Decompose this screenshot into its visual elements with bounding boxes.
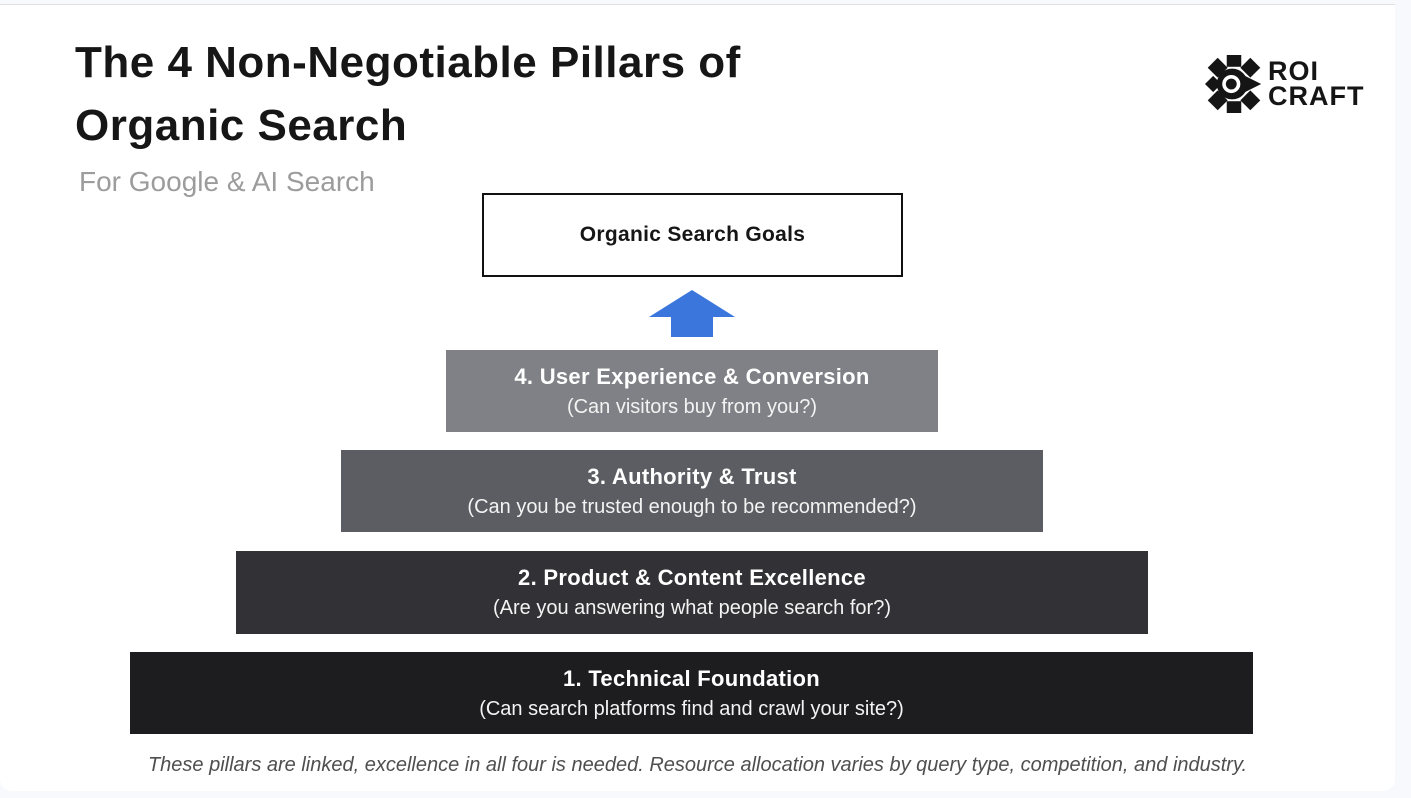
- page-subtitle: For Google & AI Search: [79, 166, 375, 197]
- page-title-line2: Organic Search: [75, 101, 408, 150]
- pillar-question: (Are you answering what people search fo…: [493, 597, 891, 619]
- up-arrow-icon: [649, 290, 735, 342]
- pillar-3-authority-trust: 3. Authority & Trust (Can you be trusted…: [341, 450, 1043, 532]
- roicraft-logo: ROI CRAFT: [1205, 55, 1364, 113]
- pillar-2-product-content: 2. Product & Content Excellence (Are you…: [236, 551, 1148, 634]
- footer-note: These pillars are linked, excellence in …: [147, 754, 1248, 776]
- goal-box: Organic Search Goals: [482, 193, 903, 277]
- gear-eye-icon: [1205, 55, 1263, 113]
- pillar-question: (Can you be trusted enough to be recomme…: [467, 495, 917, 518]
- pillar-question: (Can visitors buy from you?): [566, 395, 818, 418]
- logo-wordmark: ROI CRAFT: [1268, 56, 1365, 111]
- pillar-4-user-experience: 4. User Experience & Conversion (Can vis…: [446, 350, 938, 432]
- pillar-title: 4. User Experience & Conversion: [514, 363, 870, 389]
- page-title-line1: The 4 Non-Negotiable Pillars of: [75, 38, 741, 87]
- goal-box-label: Organic Search Goals: [579, 223, 806, 246]
- pillar-title: 1. Technical Foundation: [562, 665, 821, 691]
- pillar-question: (Can search platforms find and crawl you…: [479, 697, 904, 720]
- page-title: The 4 Non-Negotiable Pillars of Organic …: [75, 31, 935, 157]
- logo-line1: ROI: [1268, 56, 1320, 86]
- logo-line2: CRAFT: [1268, 81, 1365, 111]
- pillar-title: 3. Authority & Trust: [587, 463, 797, 489]
- pillar-1-technical-foundation: 1. Technical Foundation (Can search plat…: [130, 652, 1253, 734]
- slide-card: The 4 Non-Negotiable Pillars of Organic …: [0, 4, 1395, 791]
- pillar-title: 2. Product & Content Excellence: [518, 565, 866, 590]
